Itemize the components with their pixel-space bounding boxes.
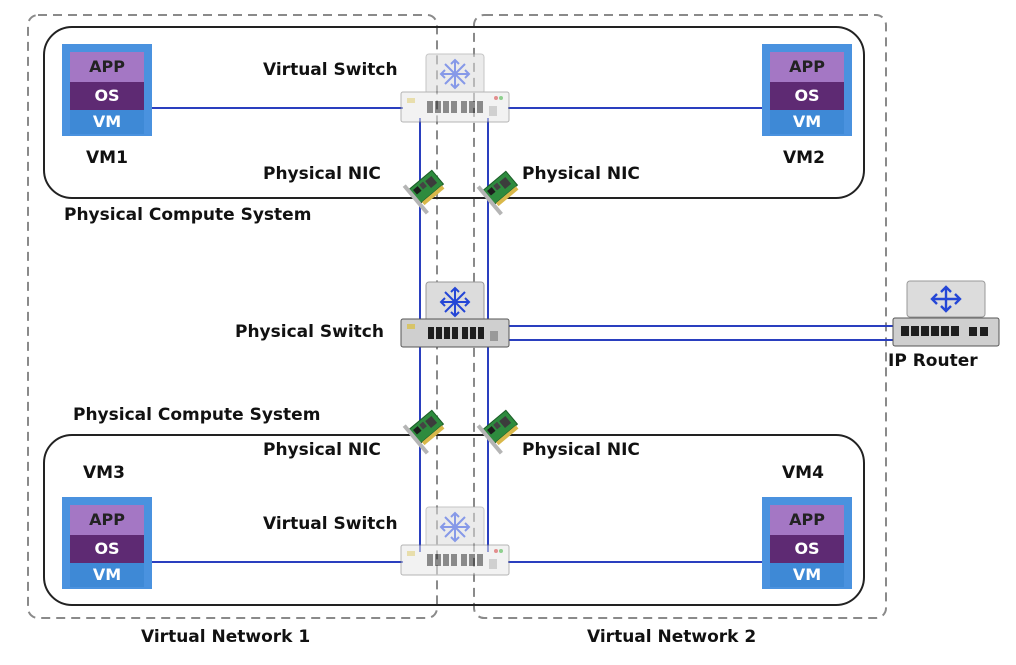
vm2-os-label: OS — [794, 86, 820, 105]
vm3-app-label: APP — [89, 510, 125, 529]
vm4-os-label: OS — [794, 539, 820, 558]
compute-system-top-label: Physical Compute System — [64, 205, 312, 225]
physical-nic-bottom-left-label: Physical NIC — [263, 440, 381, 460]
vm2-stack — [762, 44, 852, 136]
physical-switch-label: Physical Switch — [235, 322, 384, 342]
network-links — [152, 107, 893, 563]
compute-system-bottom-box — [43, 434, 865, 606]
vm1-os-label: OS — [94, 86, 120, 105]
nic-bottom-left-icon — [402, 405, 452, 456]
virtual-network-2-outline — [473, 14, 887, 619]
vm3-os-label: OS — [94, 539, 120, 558]
compute-system-bottom-label: Physical Compute System — [73, 405, 321, 425]
virtual-switch-bottom-icon — [400, 506, 510, 576]
virtual-switch-bottom-label: Virtual Switch — [263, 514, 398, 534]
vm3-stack — [62, 497, 152, 589]
virtual-network-2-label: Virtual Network 2 — [587, 627, 757, 647]
vm1-name: VM1 — [86, 148, 128, 168]
physical-nic-bottom-right-label: Physical NIC — [522, 440, 640, 460]
ip-router-icon — [892, 280, 1000, 347]
vm1-app-label: APP — [89, 57, 125, 76]
vm2-vm-label: VM — [792, 112, 822, 131]
vm4-stack — [762, 497, 852, 589]
vm4-app-label: APP — [789, 510, 825, 529]
virtual-network-1-label: Virtual Network 1 — [141, 627, 311, 647]
virtual-switch-top-icon — [400, 53, 510, 123]
vm2-app-label: APP — [789, 57, 825, 76]
virtual-switch-top-label: Virtual Switch — [263, 60, 398, 80]
physical-switch-icon — [400, 281, 510, 348]
physical-nic-top-right-label: Physical NIC — [522, 164, 640, 184]
compute-system-top-box — [43, 26, 865, 199]
vm1-vm-label: VM — [92, 112, 122, 131]
vm1-stack — [62, 44, 152, 136]
nic-top-right-icon — [476, 166, 526, 217]
physical-nic-top-left-label: Physical NIC — [263, 164, 381, 184]
vm4-vm-label: VM — [792, 565, 822, 584]
vm3-name: VM3 — [83, 463, 125, 483]
vm3-vm-label: VM — [92, 565, 122, 584]
vm2-name: VM2 — [783, 148, 825, 168]
vm4-name: VM4 — [782, 463, 824, 483]
nic-top-left-icon — [402, 165, 452, 216]
nic-bottom-right-icon — [476, 405, 526, 456]
ip-router-label: IP Router — [888, 351, 978, 371]
